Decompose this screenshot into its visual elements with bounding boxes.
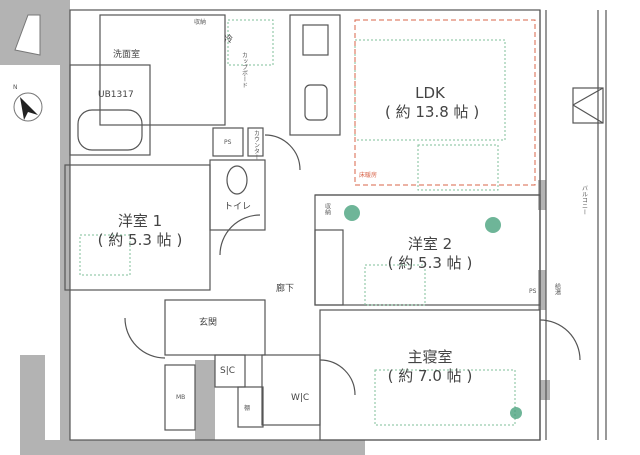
room-western-2: 洋室 2 ( 約 5.3 帖 ) (385, 235, 475, 273)
room-master-bedroom: 主寝室 ( 約 7.0 帖 ) (385, 348, 475, 386)
storage-label: 収納 (194, 19, 207, 26)
room-size: ( 約 13.8 帖 ) (385, 102, 480, 121)
shoe-closet-label: S|C (220, 366, 236, 376)
toilet-label: トイレ (224, 202, 252, 212)
room-size: ( 約 7.0 帖 ) (387, 366, 473, 385)
north-compass-icon (13, 92, 43, 122)
floor-heating-label: 床暖房 (359, 172, 378, 179)
room-ldk: LDK ( 約 13.8 帖 ) (385, 84, 480, 122)
storage-label: 収納 (323, 203, 331, 215)
walk-in-closet-label: W|C (291, 393, 310, 403)
room-name: LDK (415, 84, 445, 102)
water-heater-label: 給湯 (553, 283, 561, 295)
room-size: ( 約 5.3 帖 ) (97, 230, 183, 249)
bath-label: UB1317 (98, 90, 134, 100)
washroom-label: 洗面室 (113, 50, 141, 60)
structural-walls (0, 0, 550, 455)
ps-label: PS (224, 139, 232, 146)
balcony-label: バルコニー (580, 185, 588, 215)
window (14, 14, 41, 56)
room-size: ( 約 5.3 帖 ) (387, 253, 473, 272)
cupboard-label: カップボード (240, 52, 248, 88)
corridor-label: 廊下 (276, 284, 295, 294)
room-name: 洋室 2 (407, 235, 453, 253)
counter-label: カウンター (252, 130, 260, 160)
plant-icons (344, 205, 522, 419)
fridge-label: 冷 (224, 35, 234, 45)
floor-heating-area (354, 19, 536, 186)
entrance-label: 玄関 (199, 318, 218, 328)
north-label: N (13, 84, 18, 91)
room-name: 洋室 1 (117, 212, 163, 230)
room-name: 主寝室 (407, 348, 453, 366)
meter-box-label: MB (176, 394, 186, 401)
ps-label: PS (529, 288, 537, 295)
room-western-1: 洋室 1 ( 約 5.3 帖 ) (95, 212, 185, 250)
shelf-label: 棚 (244, 405, 251, 412)
